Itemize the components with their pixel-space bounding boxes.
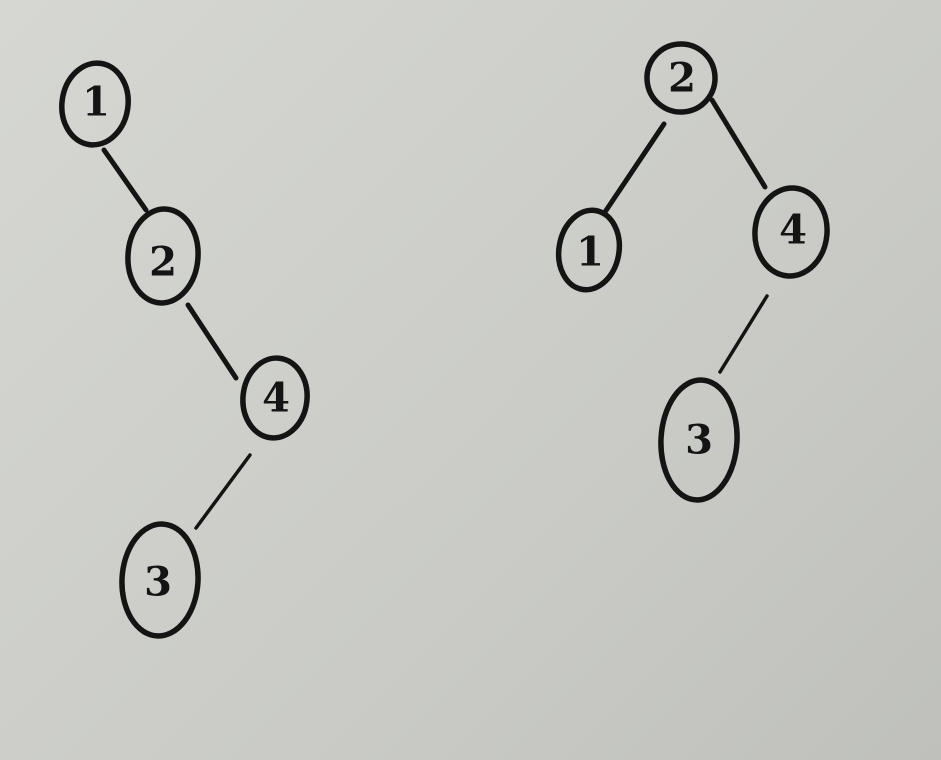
edge-2-1	[602, 121, 667, 215]
node-ring	[555, 207, 623, 293]
edge-4-3	[194, 453, 252, 530]
tree-left-node-4: 4	[240, 355, 310, 441]
node-ring	[752, 185, 830, 279]
node-ring	[658, 377, 740, 503]
tree-left-node-2: 2	[125, 206, 201, 306]
tree-left: 1 2 4 3	[59, 60, 310, 639]
edge-2-4	[185, 302, 239, 381]
node-label: 4	[262, 375, 290, 422]
node-label: 4	[779, 207, 807, 254]
tree-right-node-1: 1	[555, 207, 623, 293]
node-ring	[240, 355, 310, 441]
edge-4-3	[718, 294, 769, 374]
node-ring	[119, 521, 201, 639]
tree-right-node-2: 2	[644, 41, 718, 115]
node-label: 2	[668, 55, 696, 102]
node-ring	[644, 41, 718, 115]
node-label: 1	[82, 79, 110, 126]
tree-right: 2 1 4 3	[555, 41, 830, 503]
tree-right-node-4: 4	[752, 185, 830, 279]
edge-1-2	[101, 147, 149, 213]
tree-left-node-1: 1	[59, 60, 131, 148]
node-label: 3	[144, 559, 172, 606]
tree-left-node-3: 3	[119, 521, 201, 639]
node-ring	[125, 206, 201, 306]
node-label: 1	[576, 229, 604, 276]
tree-right-node-3: 3	[658, 377, 740, 503]
node-label: 3	[685, 417, 713, 464]
edge-2-4	[709, 97, 768, 190]
node-ring	[59, 60, 131, 148]
node-label: 2	[149, 239, 177, 286]
